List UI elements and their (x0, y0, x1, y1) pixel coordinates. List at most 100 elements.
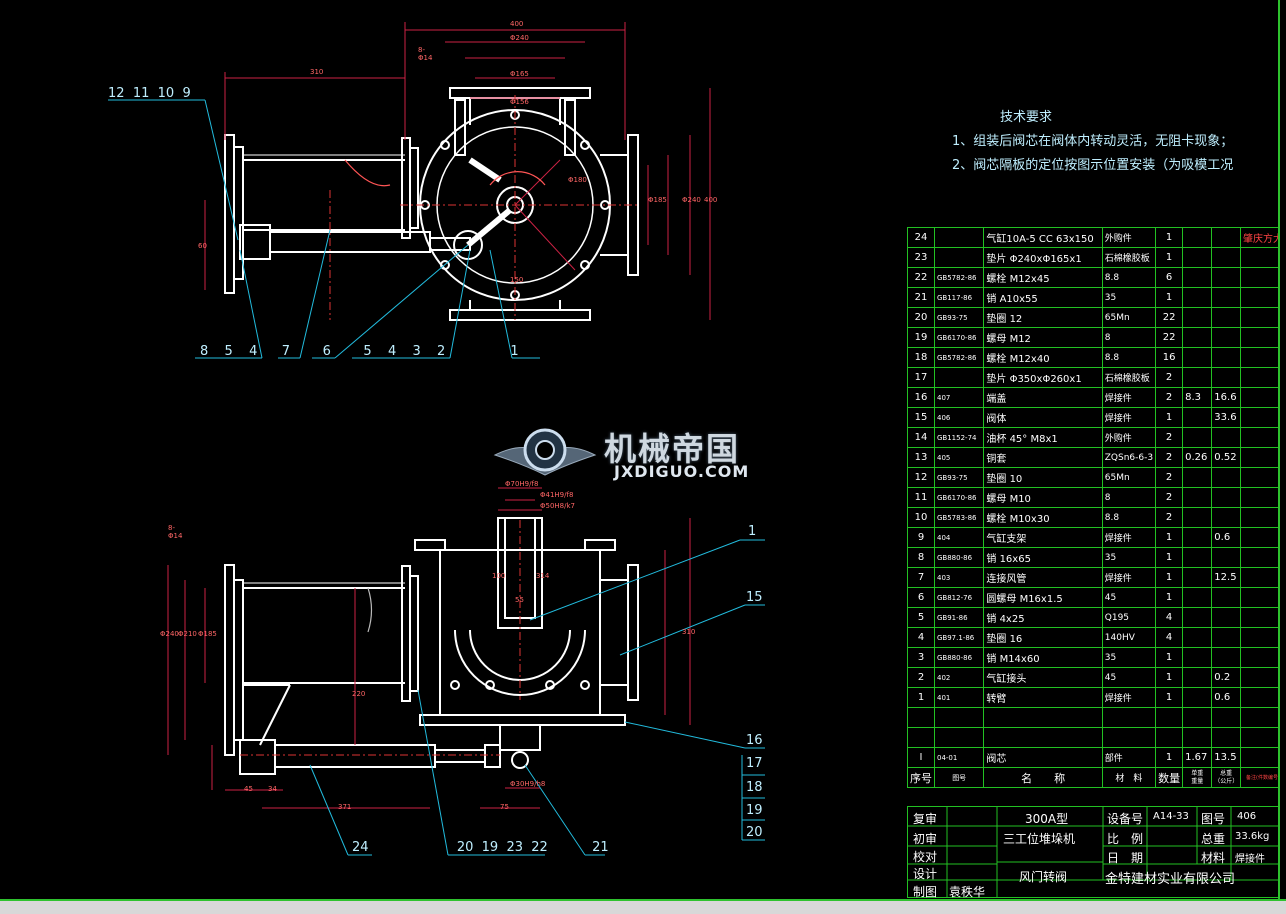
bom-cell: 18 (907, 347, 935, 368)
balloon: 12 (108, 86, 125, 101)
bom-header-total-weight: 总重（公斤） (1211, 767, 1241, 788)
date-label: 日 期 (1107, 851, 1144, 865)
bom-cell: 45 (1101, 667, 1157, 688)
bom-row (907, 707, 1286, 728)
bom-cell: 402 (933, 667, 985, 688)
dim: 150 (510, 276, 524, 284)
material-label: 材料 (1201, 851, 1226, 865)
bom-cell: 垫片 Φ240xΦ165x1 (983, 247, 1103, 268)
drawing-label: 图号 (1201, 812, 1226, 826)
bom-cell: GB5783-86 (933, 507, 985, 528)
equip-label: 设备号 (1107, 812, 1144, 826)
bom-cell (933, 367, 985, 388)
bom-cell: 0.26 (1182, 447, 1213, 468)
bom-cell: 垫圈 10 (983, 467, 1103, 488)
bom-cell: 6 (1155, 267, 1184, 288)
dim: Φ240 (510, 34, 529, 42)
bom-cell: 石棉橡胶板 (1101, 247, 1157, 268)
bom-cell (1182, 407, 1213, 428)
equip-no: A14-33 (1153, 811, 1189, 822)
bom-cell: 140HV (1101, 627, 1157, 648)
dim: Φ240 (160, 630, 179, 638)
bom-cell: 2 (1155, 367, 1184, 388)
front-view (224, 517, 639, 775)
balloon: 24 (352, 840, 369, 855)
bom-cell: 405 (933, 447, 985, 468)
dim: 34 (268, 785, 277, 793)
bom-cell: 端盖 (983, 387, 1103, 408)
bom-cell: 2 (1155, 447, 1184, 468)
bom-cell: 转臂 (983, 687, 1103, 708)
watermark-cn: 机械帝国 (604, 430, 741, 468)
top-balloons-upper: 12 11 10 9 (108, 86, 191, 101)
bom-cell (1182, 227, 1213, 248)
dim: Φ70H9/f8 (505, 480, 539, 488)
total-weight: 33.6kg (1235, 831, 1270, 842)
bom-cell: 1 (1155, 647, 1184, 668)
front-balloon-20: 20 (746, 825, 763, 840)
bom-cell (1182, 507, 1213, 528)
bom-cell (1182, 647, 1213, 668)
material-value: 焊接件 (1235, 854, 1265, 865)
bom-cell (1182, 307, 1213, 328)
bom-cell (1182, 567, 1213, 588)
balloon: 5 (224, 344, 233, 359)
bom-cell: 1 (1155, 527, 1184, 548)
balloon: 10 (157, 86, 175, 101)
bom-cell (1211, 347, 1241, 368)
bom-cell: 65Mn (1101, 467, 1157, 488)
bom-cell: 8.8 (1101, 267, 1157, 288)
bom-cell (1182, 607, 1213, 628)
bom-cell: GB6170-86 (933, 487, 985, 508)
bom-cell: ZQSn6-6-3 (1101, 447, 1157, 468)
balloon: 1 (510, 344, 519, 359)
bom-cell (1211, 227, 1241, 248)
weight-label: 总重 (1201, 832, 1226, 846)
scale-label: 比 例 (1107, 832, 1144, 846)
bom-cell (933, 707, 985, 728)
bom-cell: 9 (907, 527, 935, 548)
header-text: （公斤） (1214, 777, 1239, 785)
bom-cell: 1 (1155, 667, 1184, 688)
bom-cell: 2 (1155, 467, 1184, 488)
bom-cell: 403 (933, 567, 985, 588)
bom-header-code: 图号 (933, 767, 985, 788)
bom-cell: 螺栓 M10x30 (983, 507, 1103, 528)
bom-cell: 螺栓 M12x40 (983, 347, 1103, 368)
bom-header-qty: 数量 (1155, 767, 1184, 788)
bom-cell (1182, 427, 1213, 448)
bom-cell (1211, 307, 1241, 328)
bom-cell: 螺母 M12 (983, 327, 1103, 348)
bom-cell: 7 (907, 567, 935, 588)
bom-cell: 8.8 (1101, 507, 1157, 528)
bom-cell: 焊接件 (1101, 387, 1157, 408)
status-bar (0, 899, 1286, 914)
dim: 400 (510, 20, 524, 28)
bom-cell: 14 (907, 427, 935, 448)
bom-cell: GB5782-86 (933, 267, 985, 288)
balloon: 9 (182, 86, 191, 101)
bom-cell (1182, 547, 1213, 568)
top-view-leaders (108, 99, 540, 359)
balloon: 23 (506, 840, 523, 855)
front-view-leaders (309, 539, 765, 856)
dim: 310 (682, 628, 696, 636)
bom-cell (1101, 707, 1157, 728)
front-balloon-19: 19 (746, 803, 763, 818)
bom-cell: 垫片 Φ350xΦ260x1 (983, 367, 1103, 388)
bom-cell: 8 (1101, 487, 1157, 508)
bom-cell: 石棉橡胶板 (1101, 367, 1157, 388)
bom-cell: 气缸支架 (983, 527, 1103, 548)
balloon: 2 (437, 344, 446, 359)
dim: Φ240 (682, 196, 701, 204)
bom-cell: 阀体 (983, 407, 1103, 428)
